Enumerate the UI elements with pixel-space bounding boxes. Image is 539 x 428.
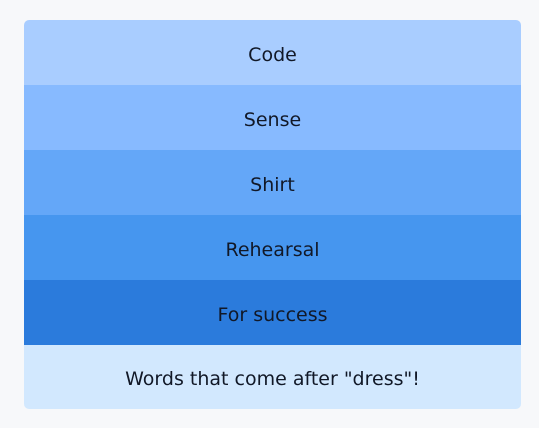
word-row-shirt: Shirt <box>24 150 521 215</box>
word-row-sense: Sense <box>24 85 521 150</box>
caption-row: Words that come after "dress"! <box>24 345 521 409</box>
word-row-for-success: For success <box>24 280 521 345</box>
word-stack: Code Sense Shirt Rehearsal For success W… <box>24 20 521 409</box>
word-row-rehearsal: Rehearsal <box>24 215 521 280</box>
word-row-code: Code <box>24 20 521 85</box>
